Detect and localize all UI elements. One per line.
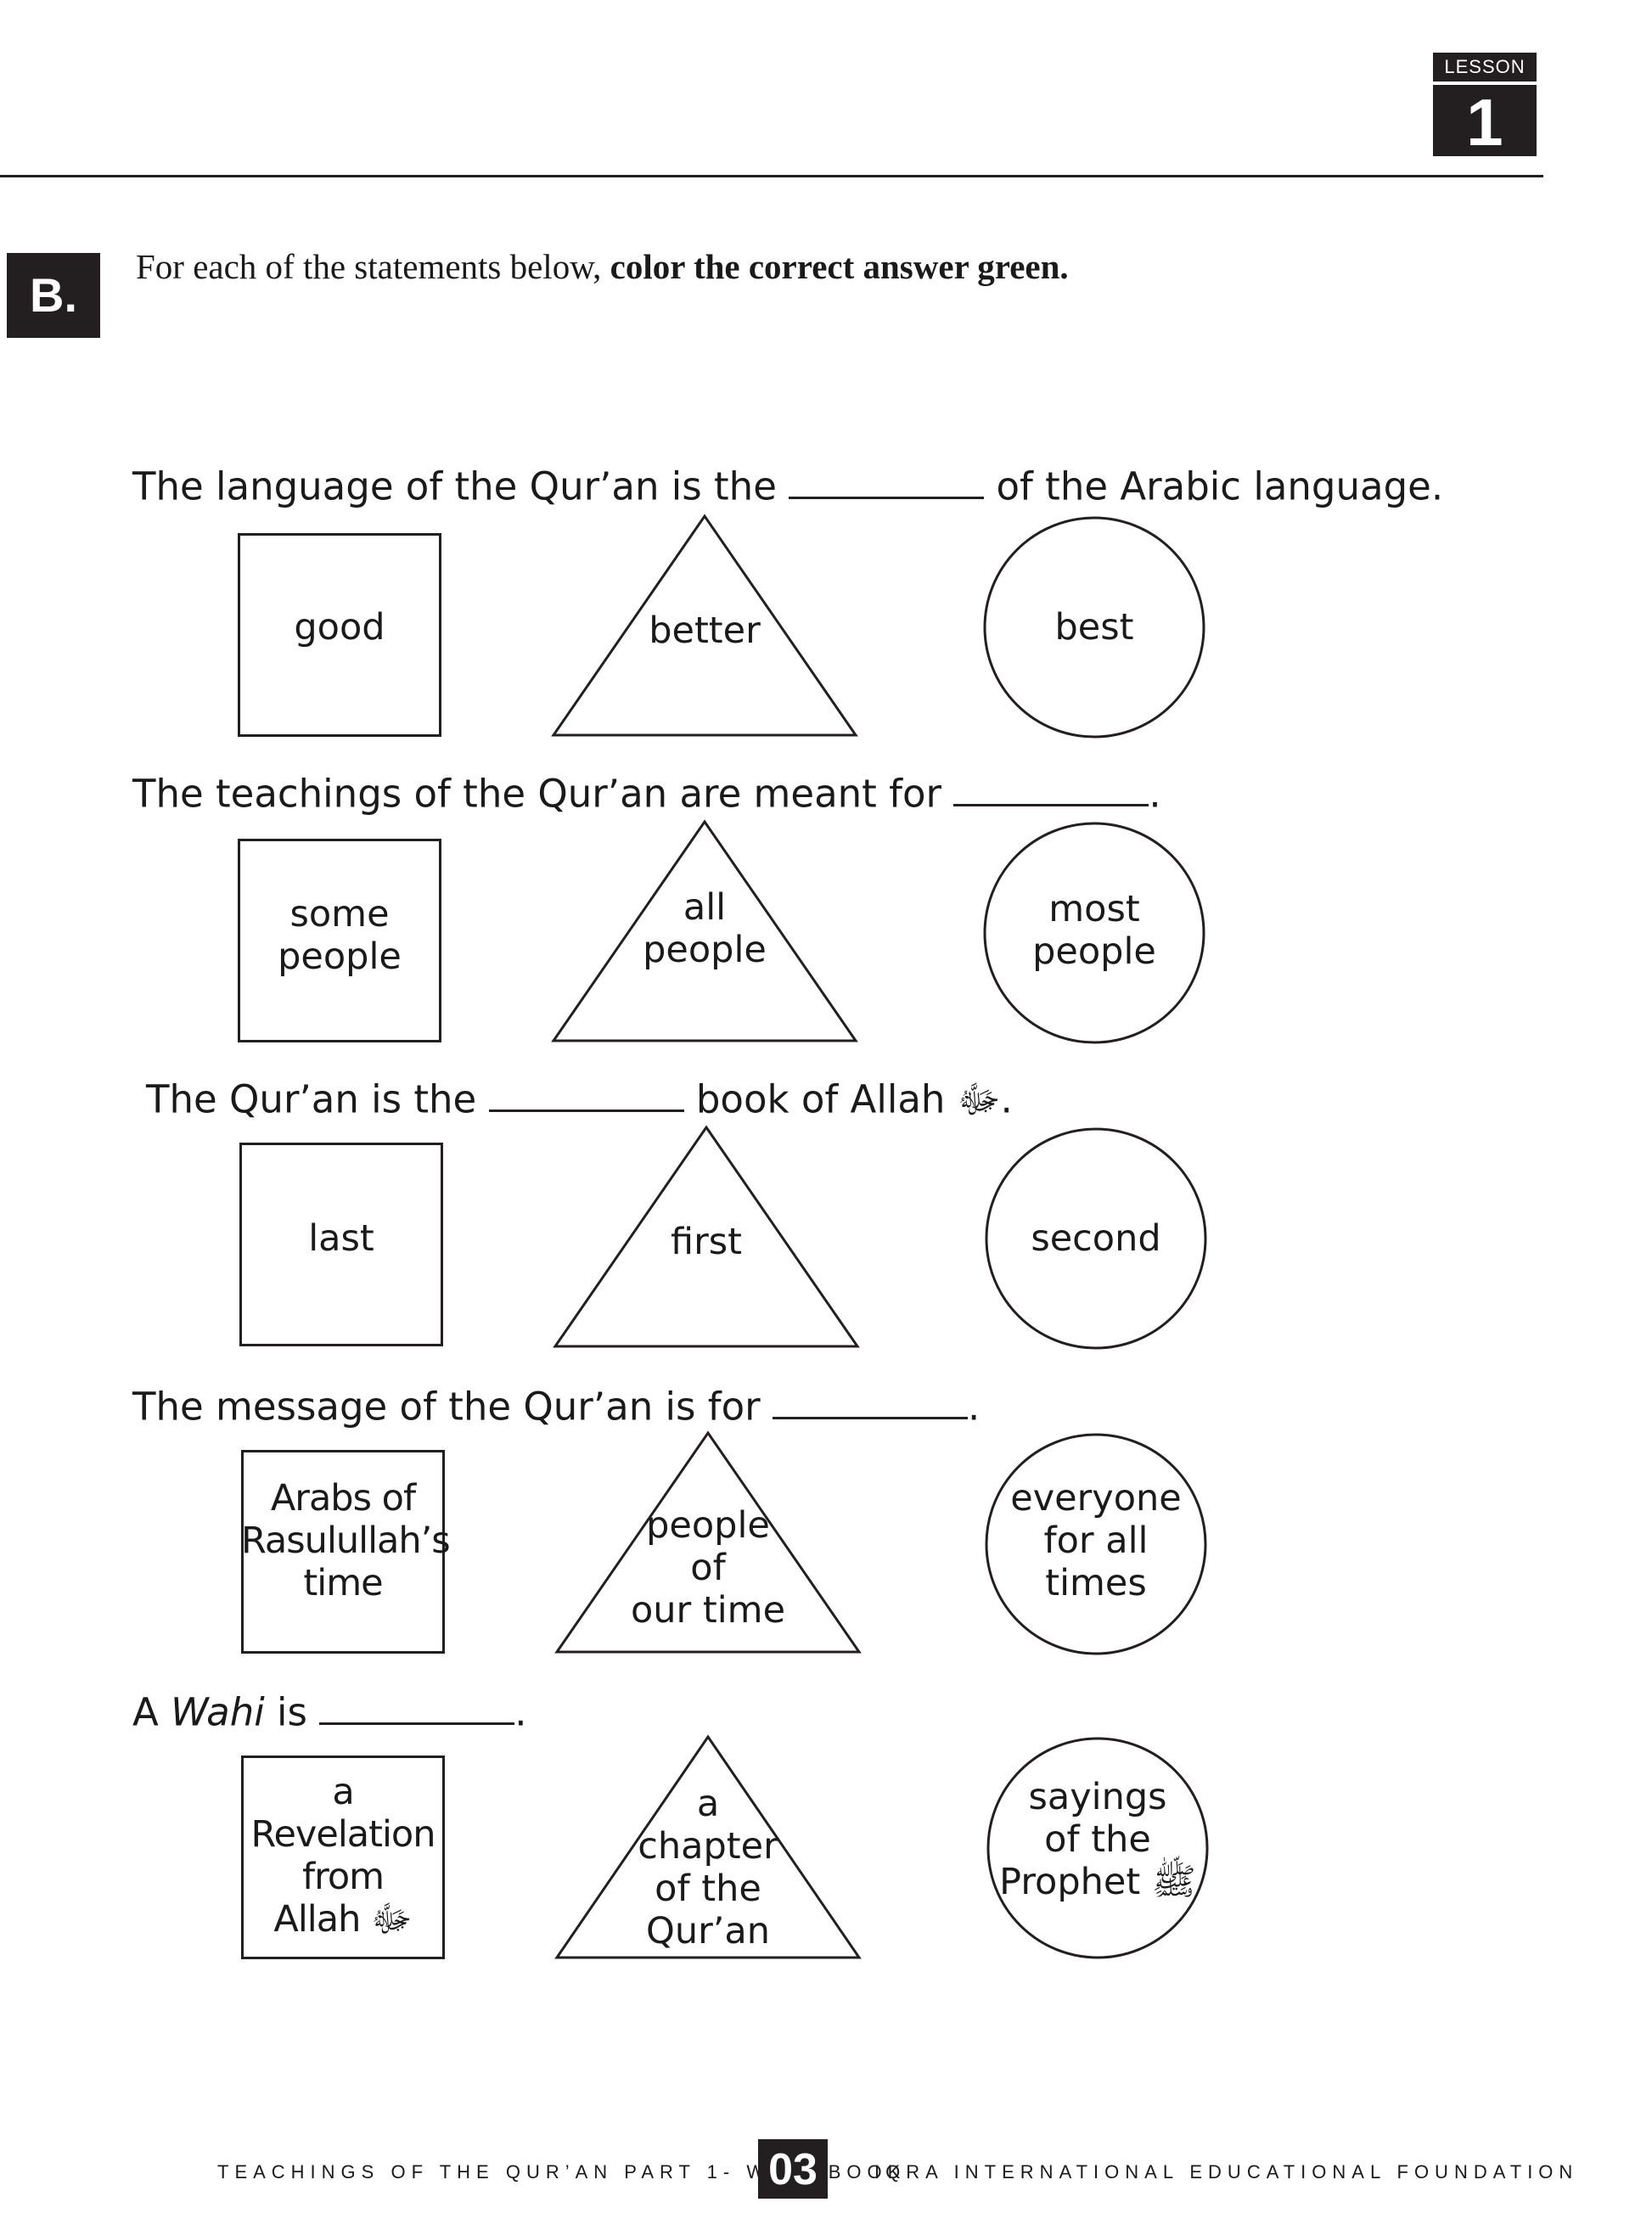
section-badge: B. — [7, 253, 100, 338]
instructions: For each of the statements below, color … — [136, 246, 1069, 287]
option-label: Arabs of Rasulullah’s time — [241, 1477, 451, 1604]
lesson-badge: LESSON 1 — [1433, 53, 1537, 160]
question-4: The message of the Qur’an is for . — [132, 1377, 980, 1429]
option-square-q2[interactable]: some people — [238, 839, 441, 1042]
option-label: everyone for all times — [1010, 1477, 1182, 1604]
option-circle-q3[interactable]: second — [985, 1127, 1207, 1350]
option-label: last — [308, 1217, 374, 1260]
option-circle-q5[interactable]: sayings of the Prophet ﷺ — [986, 1737, 1209, 1959]
square-shape — [238, 533, 441, 737]
option-square-q5[interactable]: a Revelation from Allah ﷻ — [241, 1756, 445, 1959]
square-shape — [241, 1450, 445, 1654]
option-label: best — [1054, 606, 1134, 649]
question-1: The language of the Qur’an is the of the… — [132, 457, 1443, 508]
option-circle-q4[interactable]: everyone for all times — [985, 1433, 1207, 1655]
square-shape — [241, 1756, 445, 1959]
instruction-emphasis: color the correct answer green. — [610, 247, 1069, 286]
option-triangle-q1[interactable]: better — [551, 514, 858, 737]
question-5-italic-term: Wahi — [171, 1689, 265, 1735]
option-square-q1[interactable]: good — [238, 533, 441, 737]
question-4-after: . — [967, 1384, 981, 1430]
triangle-shape — [554, 1430, 862, 1654]
instruction-text: For each of the statements below, — [136, 247, 610, 286]
option-triangle-q3[interactable]: first — [553, 1125, 860, 1348]
question-1-before: The language of the Qur’an is the — [132, 463, 789, 509]
answer-blank-2 — [953, 764, 1149, 807]
header-divider — [0, 175, 1543, 177]
question-3: The Qur’an is the book of Allah ﷻ. — [146, 1070, 1013, 1132]
question-5-before: is — [264, 1689, 320, 1735]
question-5-before-plain: A — [132, 1689, 171, 1735]
option-label: a chapter of the Qur’an — [638, 1783, 778, 1952]
triangle-shape — [554, 1734, 862, 1959]
square-shape — [239, 1143, 443, 1346]
option-label: good — [294, 606, 385, 649]
question-2-before: The teachings of the Qur’an are meant fo… — [132, 771, 954, 817]
question-5-after: . — [514, 1689, 527, 1735]
answer-blank-5 — [319, 1683, 515, 1726]
circle-shape — [983, 822, 1205, 1044]
option-label: people of our time — [630, 1504, 786, 1632]
question-4-before: The message of the Qur’an is for — [132, 1384, 773, 1430]
option-label: most people — [1032, 888, 1156, 973]
option-label: better — [649, 610, 761, 652]
option-label: first — [670, 1221, 743, 1263]
answer-blank-3 — [488, 1070, 684, 1113]
question-3-after: book of Allah ﷻ. — [683, 1076, 1013, 1122]
question-2: The teachings of the Qur’an are meant fo… — [132, 764, 1161, 816]
circle-shape — [985, 1433, 1207, 1655]
question-2-after: . — [1149, 771, 1161, 817]
page-number: 03 — [758, 2139, 828, 2199]
circle-shape — [983, 516, 1205, 739]
triangle-shape — [551, 514, 858, 737]
square-shape — [238, 839, 441, 1042]
triangle-shape — [551, 819, 858, 1042]
answer-blank-1 — [789, 457, 985, 500]
option-label: all people — [643, 886, 767, 971]
option-triangle-q5[interactable]: a chapter of the Qur’an — [554, 1734, 862, 1959]
lesson-label: LESSON — [1433, 53, 1537, 81]
question-3-before: The Qur’an is the — [146, 1076, 489, 1122]
option-triangle-q4[interactable]: people of our time — [554, 1430, 862, 1654]
answer-blank-4 — [772, 1377, 968, 1420]
option-circle-q2[interactable]: most people — [983, 822, 1205, 1044]
option-label: second — [1031, 1217, 1161, 1260]
option-label: sayings of the Prophet ﷺ — [999, 1776, 1196, 1903]
option-square-q3[interactable]: last — [239, 1143, 443, 1346]
circle-shape — [986, 1737, 1209, 1959]
question-5: A Wahi is . — [132, 1683, 527, 1734]
option-circle-q1[interactable]: best — [983, 516, 1205, 739]
circle-shape — [985, 1127, 1207, 1350]
option-label: a Revelation from Allah ﷻ — [250, 1771, 436, 1941]
question-1-after: of the Arabic language. — [984, 463, 1444, 509]
lesson-number: 1 — [1433, 85, 1537, 160]
option-label: some people — [278, 893, 402, 978]
triangle-shape — [553, 1125, 860, 1348]
option-triangle-q2[interactable]: all people — [551, 819, 858, 1042]
option-square-q4[interactable]: Arabs of Rasulullah’s time — [241, 1450, 451, 1654]
footer-publisher: IQRA INTERNATIONAL EDUCATIONAL FOUNDATIO… — [874, 2161, 1579, 2182]
